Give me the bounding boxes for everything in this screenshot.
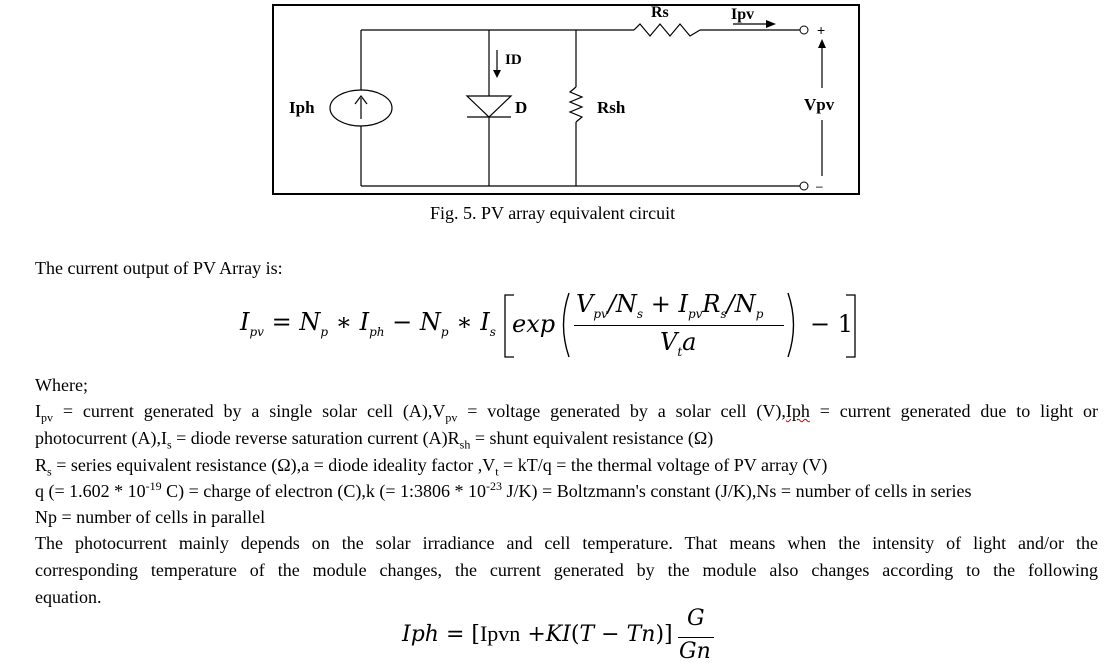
label-vpv: Vpv [804,95,835,114]
eq2-lbr: [ [471,622,480,647]
paragraph-line-1: The photocurrent mainly depends on the s… [35,533,1098,553]
eq1-np1: N [299,308,321,336]
eq1-minus-one: − 1 [810,310,854,338]
eq1-right-paren [787,292,795,358]
eq2-tn: Tn [626,622,656,647]
id-arrow-head [493,70,501,78]
shunt-resistor-rsh [568,86,584,123]
eq1-iph: I [359,308,370,336]
series-resistor-rs [633,23,701,37]
equation-current-output: Ipv = Np ∗ Iph − Np ∗ Is exp Vpv/Ns + Ip… [240,290,860,360]
definition-line-1: Ipv = current generated by a single sola… [35,401,1099,425]
negative-terminal [799,181,809,191]
eq1-is: I [480,308,490,336]
paragraph-line-2: corresponding temperature of the module … [35,560,1098,580]
eq2-t: T [579,622,595,647]
eq1-right-bracket [846,294,856,358]
label-iph: Iph [289,98,315,117]
eq1-fraction-bar [574,325,784,327]
label-diode: D [515,98,527,117]
eq2-equals: = [445,622,465,647]
eq2-plus: + [527,622,546,647]
eq2-rbr: ] [664,622,673,647]
eq1-np2-sub: p [440,324,449,339]
eq2-paren-close: ) [655,622,665,647]
figure-frame [272,4,860,195]
definition-line-4: q (= 1.602 * 10-19 C) = charge of electr… [35,479,972,501]
positive-terminal [799,25,809,35]
eq2-paren-open: ( [570,622,580,647]
eq1-star2: ∗ [456,308,473,336]
eq1-iph-sub: ph [369,324,385,339]
eq2-ki: KI [545,622,571,647]
eq1-star1: ∗ [335,308,352,336]
figure-caption: Fig. 5. PV array equivalent circuit [430,203,676,223]
label-ipv: Ipv [731,6,754,23]
eq1-numerator: Vpv/Ns + IpvRs/Np [576,290,764,321]
eq2-fraction-bar [678,637,714,639]
eq2-iph: Iph [402,622,439,647]
eq1-left-paren [562,292,570,358]
source-arrow-head [354,95,368,105]
where-label: Where; [35,375,88,395]
vpv-arrow-head [818,39,826,48]
eq1-exp: exp [512,310,556,338]
definition-line-2: photocurrent (A),Is = diode reverse satu… [35,428,714,452]
label-rs: Rs [651,4,669,21]
label-id: ID [505,52,522,68]
diode-symbol [465,95,513,118]
eq1-ipv: I [240,308,250,336]
eq2-denominator: Gn [679,639,711,664]
definition-line-3: Rs = series equivalent resistance (Ω),a … [35,455,828,479]
equation-photocurrent: Iph = [Ipvn +KI(T − Tn)] G Gn [402,606,722,668]
label-rsh: Rsh [597,98,626,117]
eq1-left-bracket [504,294,514,358]
label-plus: + [817,22,825,38]
eq2-numerator: G [687,606,705,631]
eq1-np1-sub: p [320,324,329,339]
ipv-arrow-head [766,20,776,28]
eq1-equals: = [271,308,292,336]
paragraph-line-3: equation. [35,587,102,607]
label-minus: – [816,179,823,193]
eq1-is-sub: s [489,324,496,339]
eq2-minus: − [601,622,620,647]
eq1-np2: N [419,308,441,336]
eq1-denominator: Vta [660,328,697,359]
eq1-minus: − [392,308,413,336]
eq2-ipvn: Ipvn [479,621,521,646]
definition-line-5: Np = number of cells in parallel [35,507,266,527]
eq1-ipv-sub: pv [249,324,264,339]
intro-text: The current output of PV Array is: [35,258,283,278]
